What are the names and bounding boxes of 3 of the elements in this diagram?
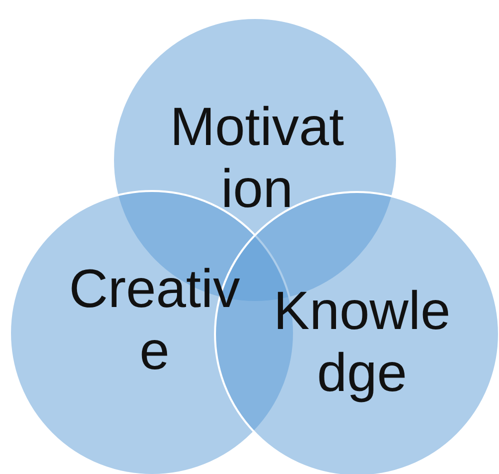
circle-label: Motivation bbox=[168, 96, 346, 220]
circle-label: Creative bbox=[68, 258, 242, 382]
circle-label: Knowledge bbox=[272, 280, 452, 404]
